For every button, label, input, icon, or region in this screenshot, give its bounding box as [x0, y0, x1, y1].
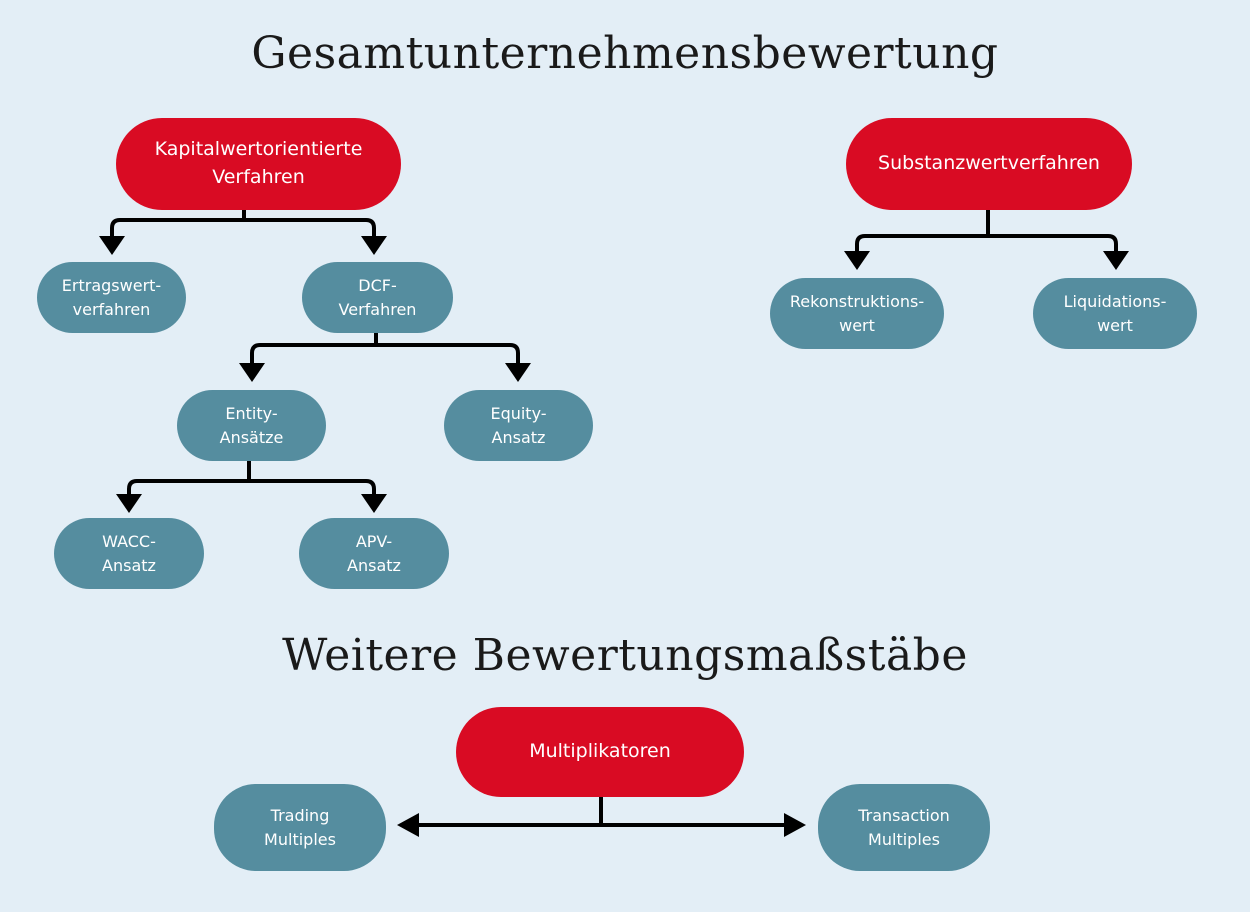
arrowhead-equity [505, 363, 531, 382]
node-equity-ansatz: Equity- Ansatz [444, 390, 593, 461]
arrowhead-wacc [116, 494, 142, 513]
node-substanzwertverfahren: Substanzwertverfahren [846, 118, 1132, 210]
node-entity-ansaetze: Entity- Ansätze [177, 390, 326, 461]
secondary-title: Weitere Bewertungsmaßstäbe [282, 630, 968, 681]
node-rekonstruktionswert: Rekonstruktions- wert [770, 278, 944, 349]
connector-dcf-children [250, 331, 520, 367]
main-title: Gesamtunternehmensbewertung [251, 28, 999, 79]
connector-multiplikatoren-children [413, 795, 787, 827]
arrowhead-transaction [784, 813, 806, 837]
arrowhead-rekonstruktion [844, 251, 870, 270]
arrowhead-liquidation [1103, 251, 1129, 270]
arrowhead-ertragswert [99, 236, 125, 255]
connector-substanzwert-children [855, 208, 1118, 255]
node-liquidationswert: Liquidations- wert [1033, 278, 1197, 349]
node-multiplikatoren: Multiplikatoren [456, 707, 744, 797]
connector-entity-children [127, 458, 376, 498]
node-trading-multiples: Trading Multiples [214, 784, 386, 871]
connector-kapitalwert-children [110, 208, 376, 240]
node-kapitalwertorientierte-verfahren: Kapitalwertorientierte Verfahren [116, 118, 401, 210]
node-transaction-multiples: Transaction Multiples [818, 784, 990, 871]
node-ertragswertverfahren: Ertragswert- verfahren [37, 262, 186, 333]
arrowhead-dcf [361, 236, 387, 255]
arrowhead-entity [239, 363, 265, 382]
node-apv-ansatz: APV- Ansatz [299, 518, 449, 589]
arrowhead-apv [361, 494, 387, 513]
node-dcf-verfahren: DCF- Verfahren [302, 262, 453, 333]
node-wacc-ansatz: WACC- Ansatz [54, 518, 204, 589]
arrowhead-trading [397, 813, 419, 837]
